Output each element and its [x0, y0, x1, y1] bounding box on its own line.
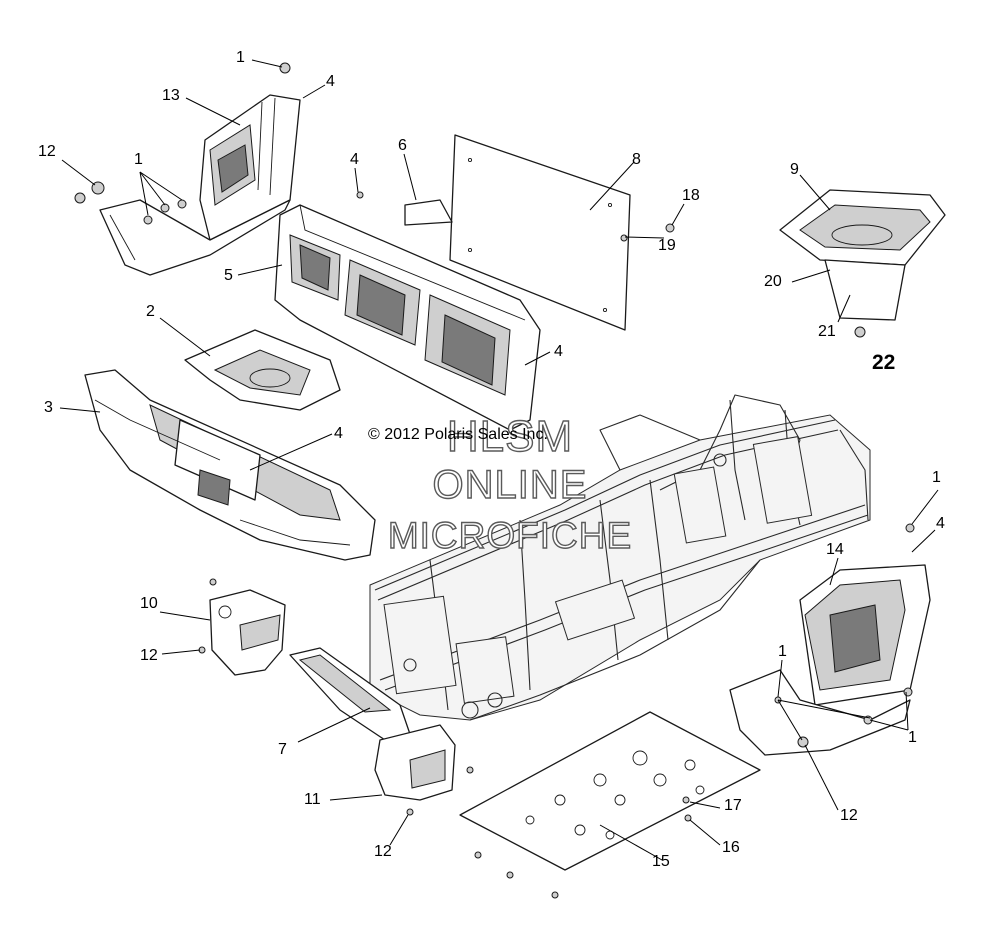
copyright-notice: © 2012 Polaris Sales Inc. [368, 426, 548, 443]
part-7-duct [289, 647, 413, 741]
callout-8: 8 [632, 151, 641, 168]
part-11-bracket [374, 724, 456, 801]
watermark-line-2: ONLINE [432, 462, 588, 507]
callout-16: 16 [722, 839, 740, 856]
callout-14: 14 [826, 541, 844, 558]
callout-2: 2 [146, 303, 155, 320]
callout-4: 4 [936, 515, 945, 532]
part-5-bulkhead-panel [274, 204, 541, 431]
callout-4: 4 [334, 425, 343, 442]
callout-1: 1 [134, 151, 143, 168]
callout-10: 10 [140, 595, 158, 612]
part-10-bracket [209, 589, 286, 676]
chassis-frame [369, 394, 871, 721]
callout-3: 3 [44, 399, 53, 416]
callout-15: 15 [652, 853, 670, 870]
callout-9: 9 [790, 161, 799, 178]
callout-5: 5 [224, 267, 233, 284]
callout-11: 11 [304, 791, 321, 808]
callout-22: 22 [872, 351, 896, 374]
part-3-floor-pan [84, 369, 376, 561]
callout-4: 4 [326, 73, 335, 90]
part-6-seal-strip [404, 199, 453, 226]
leader-lines [59, 59, 939, 861]
callout-18: 18 [682, 187, 700, 204]
part-2-cover [184, 329, 341, 411]
watermark-line-1: HLSM [446, 411, 574, 461]
callout-12: 12 [38, 143, 56, 160]
callout-12: 12 [374, 843, 392, 860]
callout-7: 7 [278, 741, 287, 758]
callout-21: 21 [818, 323, 836, 340]
callout-1: 1 [932, 469, 941, 486]
callout-1: 1 [908, 729, 917, 746]
callout-19: 19 [658, 237, 676, 254]
callout-1: 1 [236, 49, 245, 66]
callout-12: 12 [840, 807, 858, 824]
callout-4: 4 [554, 343, 563, 360]
part-13-side-panel [99, 94, 301, 276]
part-9-storage-bin [779, 189, 946, 321]
callout-12: 12 [140, 647, 158, 664]
part-14-side-panel [729, 564, 931, 756]
watermark-line-3: MICROFICHE [387, 514, 633, 556]
callout-17: 17 [724, 797, 742, 814]
callout-20: 20 [764, 273, 782, 290]
callout-4: 4 [350, 151, 359, 168]
part-15-skid-plate [459, 711, 761, 871]
callout-6: 6 [398, 137, 407, 154]
callout-1: 1 [778, 643, 787, 660]
callout-13: 13 [162, 87, 180, 104]
part-8-rear-panel [449, 134, 631, 331]
